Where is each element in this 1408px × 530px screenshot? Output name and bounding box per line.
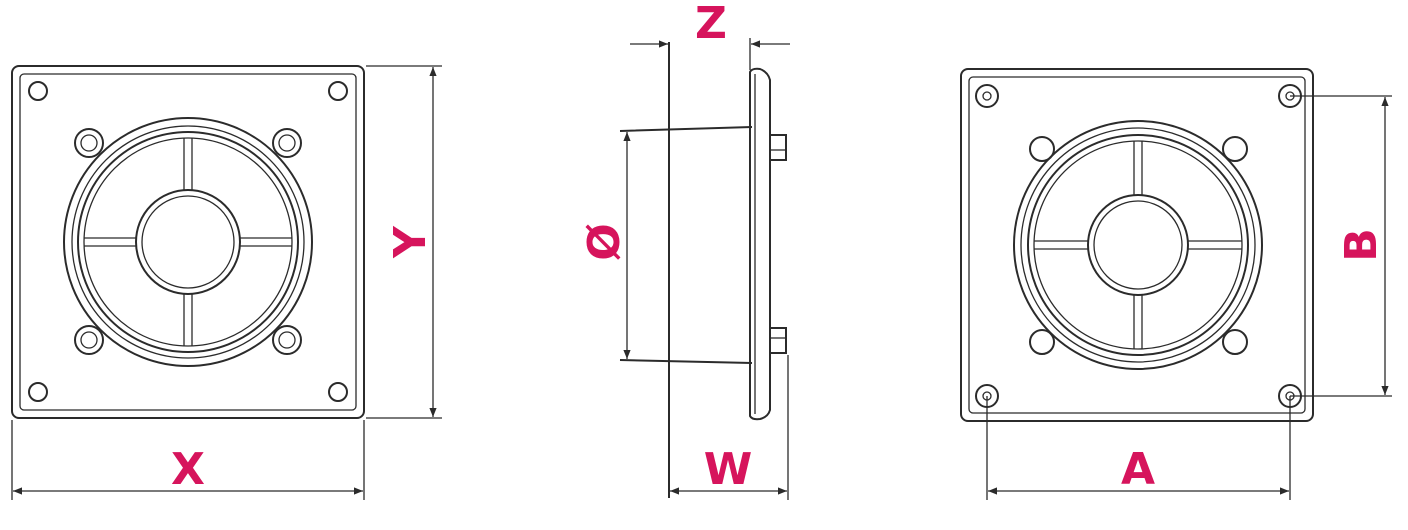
a-label: A xyxy=(1121,444,1155,495)
rear-mount-boss xyxy=(1222,136,1248,162)
rear-screw-hole xyxy=(975,84,999,108)
front-grille-outer-ring xyxy=(63,117,313,367)
rear-view: A B xyxy=(960,68,1392,500)
side-bottom-lug xyxy=(770,327,787,354)
rear-grille-outer-ring xyxy=(1013,120,1263,370)
front-panel-inner xyxy=(19,73,357,411)
diameter-label: Ø xyxy=(579,223,630,260)
front-hub-outer xyxy=(135,189,241,295)
front-view: X Y xyxy=(11,65,442,500)
b-label: B xyxy=(1336,228,1387,262)
rear-mount-boss xyxy=(1222,329,1248,355)
front-mount-lug xyxy=(74,128,104,158)
rear-mount-boss xyxy=(1029,136,1055,162)
front-panel-outer xyxy=(11,65,365,419)
rear-grille-ring xyxy=(1033,140,1243,350)
y-label: Y xyxy=(385,225,436,259)
side-top-lug xyxy=(770,134,787,161)
z-label: Z xyxy=(695,0,727,49)
side-view: Z Ø W xyxy=(579,0,790,500)
front-corner-hole xyxy=(328,81,348,101)
front-mount-lug xyxy=(272,128,302,158)
front-mount-lug xyxy=(74,325,104,355)
rear-grille-ring xyxy=(1020,127,1256,363)
rear-grille-spokes xyxy=(1034,141,1242,349)
front-corner-hole xyxy=(328,382,348,402)
rear-panel-inner xyxy=(968,76,1306,414)
rear-hub-inner xyxy=(1093,200,1183,290)
rear-mount-boss xyxy=(1029,329,1055,355)
front-grille-ring xyxy=(83,137,293,347)
x-label: X xyxy=(171,444,205,495)
rear-panel-outer xyxy=(960,68,1314,422)
front-grille-spokes xyxy=(84,138,292,346)
side-front-panel xyxy=(749,67,771,421)
front-corner-hole xyxy=(28,382,48,402)
rear-grille-ring xyxy=(1027,134,1249,356)
rear-hub-outer xyxy=(1087,194,1189,296)
front-corner-hole xyxy=(28,81,48,101)
w-label: W xyxy=(704,444,753,495)
front-hub-inner xyxy=(141,195,235,289)
front-mount-lug xyxy=(272,325,302,355)
front-grille-ring xyxy=(77,131,299,353)
side-spigot-outline xyxy=(619,126,753,364)
front-grille-ring xyxy=(71,125,305,359)
